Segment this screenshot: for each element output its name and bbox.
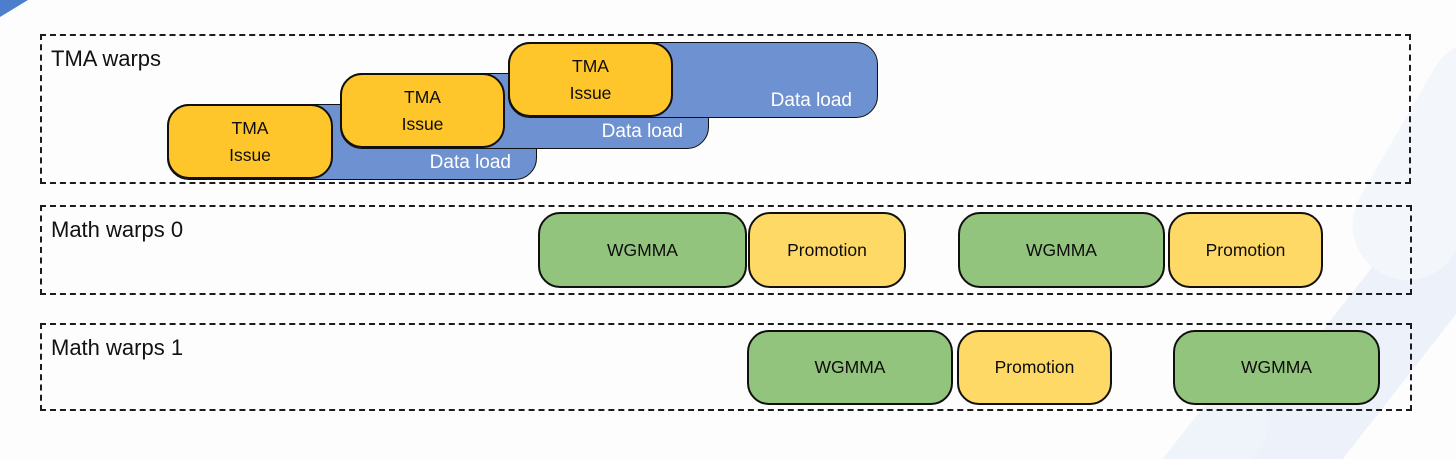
promotion-box: Promotion — [748, 212, 906, 288]
data-load-label: Data load — [770, 90, 852, 111]
tma-issue-line1: TMA — [231, 117, 269, 138]
wgmma-box: WGMMA — [1173, 330, 1380, 405]
promotion-label: Promotion — [994, 357, 1075, 377]
tma-issue-box: TMA Issue — [167, 104, 333, 179]
wgmma-label: WGMMA — [1241, 357, 1312, 377]
tma-issue-box: TMA Issue — [340, 73, 505, 148]
tma-issue-label: TMA Issue — [570, 53, 612, 107]
data-load-label: Data load — [429, 152, 511, 173]
corner-accent-shape — [0, 0, 28, 17]
promotion-box: Promotion — [957, 330, 1112, 405]
tma-issue-line2: Issue — [229, 144, 271, 165]
tma-issue-box: TMA Issue — [508, 42, 673, 117]
tma-issue-line2: Issue — [401, 113, 444, 134]
lane-label-tma-warps: TMA warps — [51, 46, 162, 71]
lane-math-warps-0: Math warps 0 — [40, 205, 1412, 295]
tma-issue-line1: TMA — [404, 86, 441, 107]
promotion-label: Promotion — [1205, 239, 1286, 260]
promotion-box: Promotion — [1168, 212, 1323, 288]
wgmma-label: WGMMA — [814, 357, 886, 377]
wgmma-box: WGMMA — [958, 212, 1165, 288]
wgmma-label: WGMMA — [607, 239, 678, 260]
tma-issue-label: TMA Issue — [229, 115, 271, 169]
wgmma-label: WGMMA — [1026, 239, 1097, 260]
tma-issue-line2: Issue — [569, 82, 612, 103]
lane-tma-warps: TMA warps — [40, 34, 1411, 184]
wgmma-box: WGMMA — [538, 212, 747, 288]
lane-label-math-warps-1: Math warps 1 — [51, 335, 184, 360]
wgmma-box: WGMMA — [747, 330, 953, 405]
promotion-label: Promotion — [787, 239, 867, 260]
lane-label-math-warps-0: Math warps 0 — [51, 217, 184, 242]
lane-math-warps-1: Math warps 1 — [40, 323, 1412, 411]
tma-issue-label: TMA Issue — [402, 84, 444, 138]
data-load-label: Data load — [601, 121, 683, 142]
tma-issue-line1: TMA — [572, 55, 609, 76]
